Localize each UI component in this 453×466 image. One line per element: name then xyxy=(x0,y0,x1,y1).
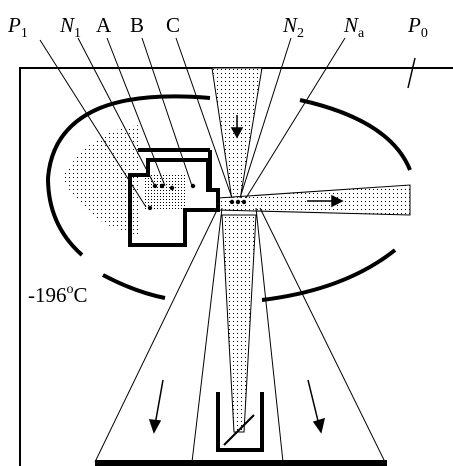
cryogenic-shield xyxy=(45,94,412,302)
flow-arrows xyxy=(148,57,416,434)
source-cell xyxy=(128,148,220,247)
label-b: B xyxy=(130,13,144,37)
label-p0: P0 xyxy=(407,13,428,41)
particle-markers xyxy=(147,183,247,211)
label-c: C xyxy=(166,13,180,37)
label-temperature: -196oC xyxy=(28,282,88,307)
label-na: Na xyxy=(343,13,365,41)
detection-cone-lines xyxy=(94,207,386,463)
descending-beam xyxy=(221,214,257,433)
label-p1: P1 xyxy=(7,13,28,41)
label-n1: N1 xyxy=(59,13,81,41)
outgoing-beam xyxy=(217,184,411,216)
collector-cup xyxy=(216,392,264,452)
vacuum-chamber-wall xyxy=(19,67,453,466)
label-leaders xyxy=(39,37,346,208)
gas-cloud-region xyxy=(62,125,140,235)
label-n2: N2 xyxy=(282,13,304,41)
base-plate xyxy=(95,460,387,466)
label-a: A xyxy=(96,13,112,37)
